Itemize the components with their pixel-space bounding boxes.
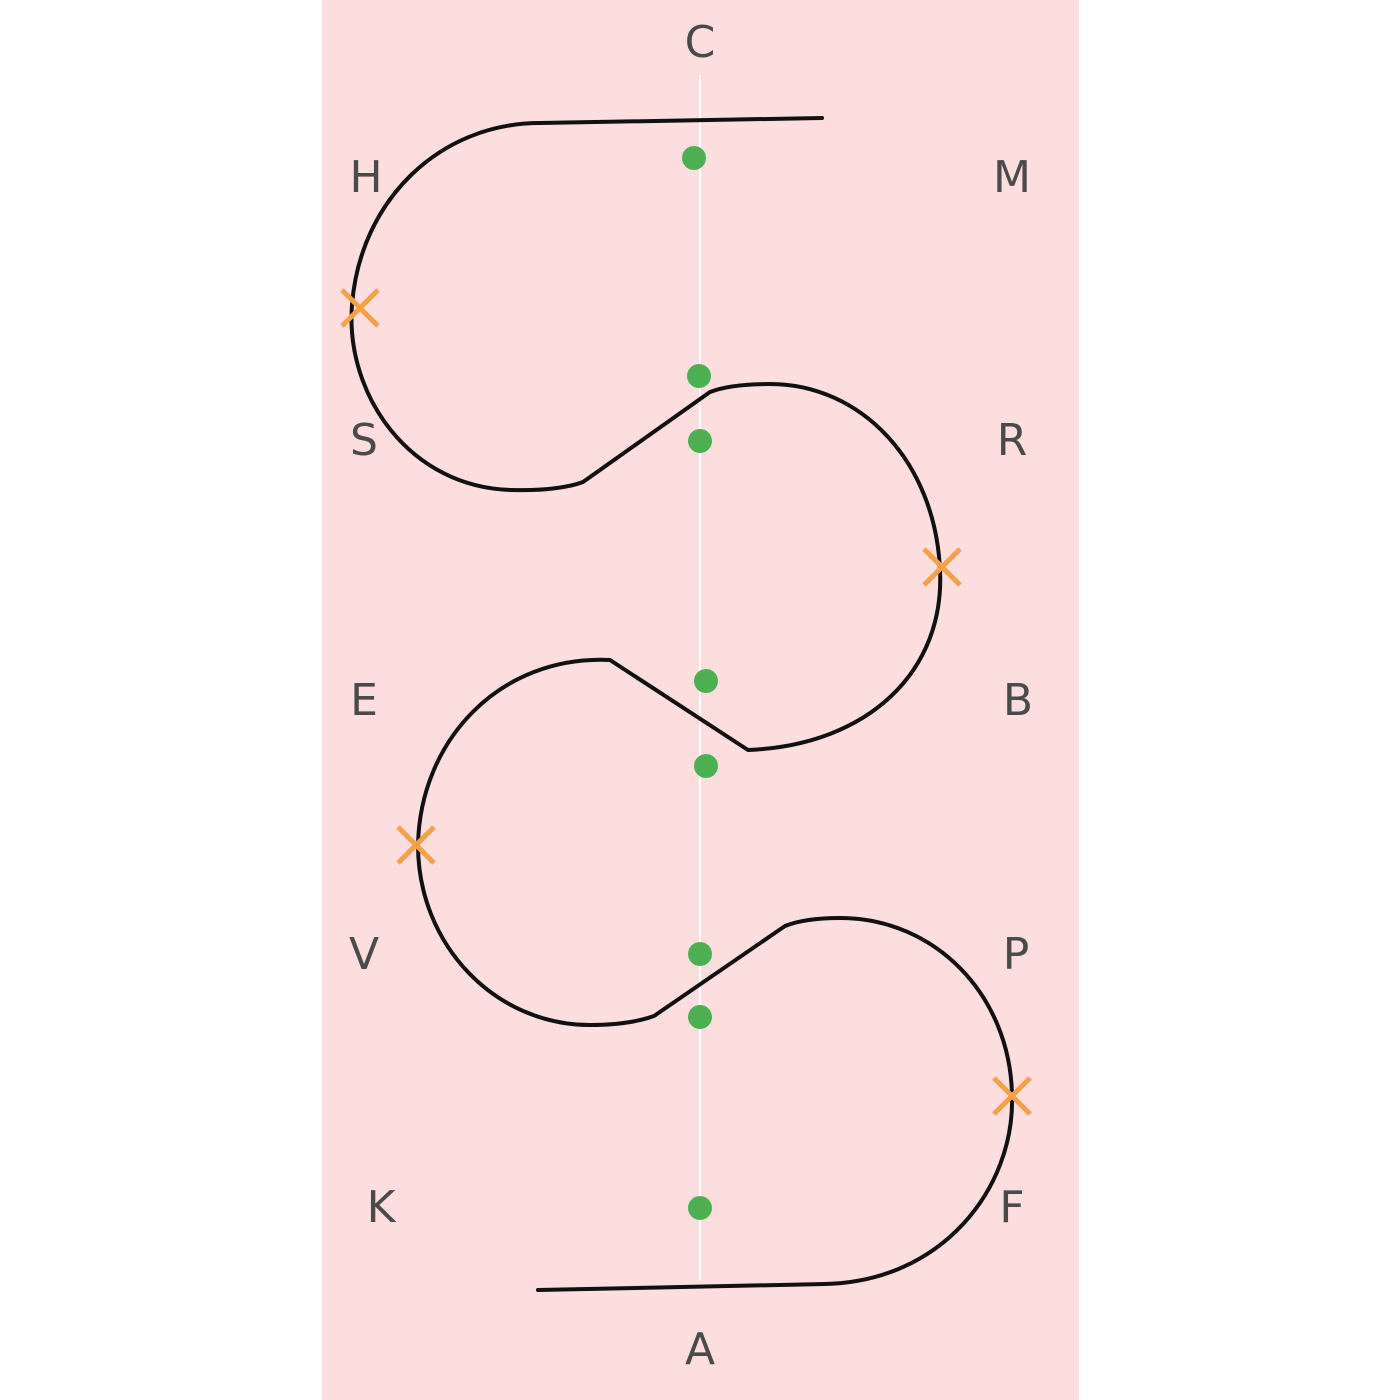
letter-right-3: B bbox=[1003, 675, 1033, 726]
letter-right-2: R bbox=[997, 415, 1028, 466]
letter-bottom: A bbox=[685, 1324, 715, 1375]
letter-left-4: V bbox=[349, 929, 379, 980]
centerline-dot bbox=[688, 1005, 712, 1029]
centerline-dot bbox=[694, 754, 718, 778]
letter-left-1: H bbox=[349, 152, 382, 203]
letter-left-3: E bbox=[350, 675, 378, 726]
letter-left-5: K bbox=[367, 1182, 397, 1233]
cone-marker bbox=[396, 825, 436, 865]
letter-right-5: F bbox=[999, 1182, 1024, 1233]
riding-path bbox=[349, 116, 1015, 1292]
centerline-dot bbox=[688, 1196, 712, 1220]
letter-left-2: S bbox=[350, 415, 378, 466]
cone-marker bbox=[340, 288, 380, 328]
centerline-dot bbox=[694, 669, 718, 693]
centerline-dot bbox=[687, 364, 711, 388]
centerline-dot bbox=[682, 146, 706, 170]
cone-marker bbox=[922, 547, 962, 587]
cone-marker bbox=[992, 1076, 1032, 1116]
centerline-dot bbox=[688, 429, 712, 453]
centerline-dot bbox=[688, 942, 712, 966]
letter-right-4: P bbox=[1003, 929, 1030, 980]
letter-right-1: M bbox=[993, 152, 1031, 203]
letter-top: C bbox=[685, 17, 716, 68]
